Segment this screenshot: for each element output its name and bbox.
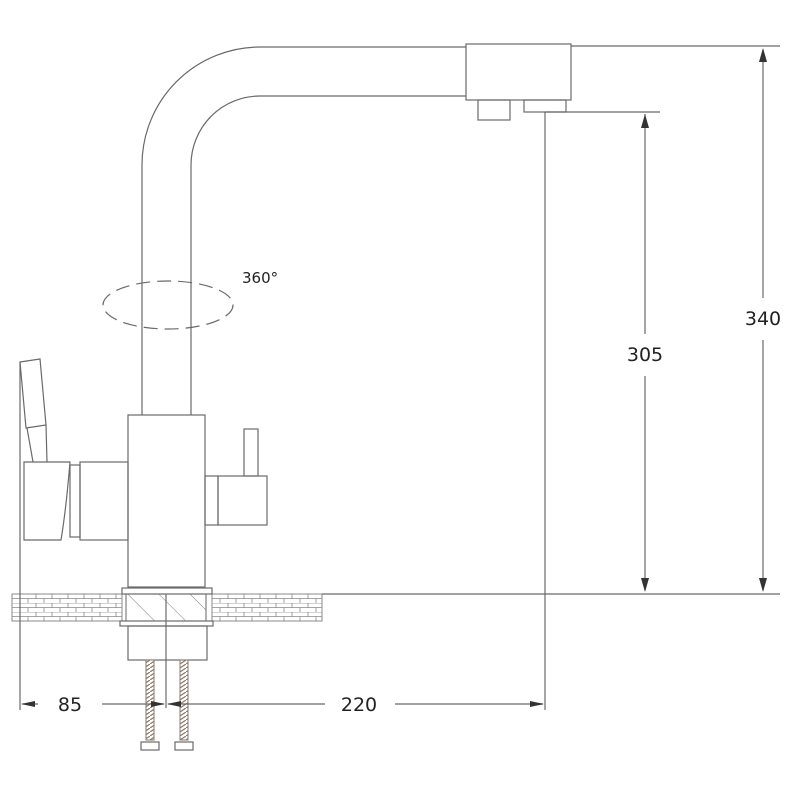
main-lever bbox=[19, 358, 47, 429]
rotation-ellipse bbox=[102, 280, 234, 330]
spout-head bbox=[465, 43, 572, 101]
supply-hoses bbox=[140, 659, 194, 751]
extension-lines bbox=[19, 45, 780, 710]
dim-label-220: 220 bbox=[341, 694, 377, 716]
countertop bbox=[11, 587, 323, 708]
dim-label-340: 340 bbox=[745, 308, 781, 330]
filter-lever bbox=[243, 428, 259, 477]
rotation-label: 360° bbox=[242, 269, 278, 287]
spout bbox=[141, 43, 572, 415]
dim-label-305: 305 bbox=[627, 344, 663, 366]
dimension-340: 340 bbox=[745, 48, 781, 592]
nozzle-filter bbox=[523, 99, 567, 113]
dim-label-85: 85 bbox=[58, 694, 82, 716]
nozzle-tap bbox=[477, 99, 511, 121]
dimension-220: 220 bbox=[167, 694, 544, 716]
faucet-body bbox=[19, 358, 268, 588]
dimension-305: 305 bbox=[627, 114, 663, 592]
dimension-85: 85 bbox=[21, 694, 165, 716]
